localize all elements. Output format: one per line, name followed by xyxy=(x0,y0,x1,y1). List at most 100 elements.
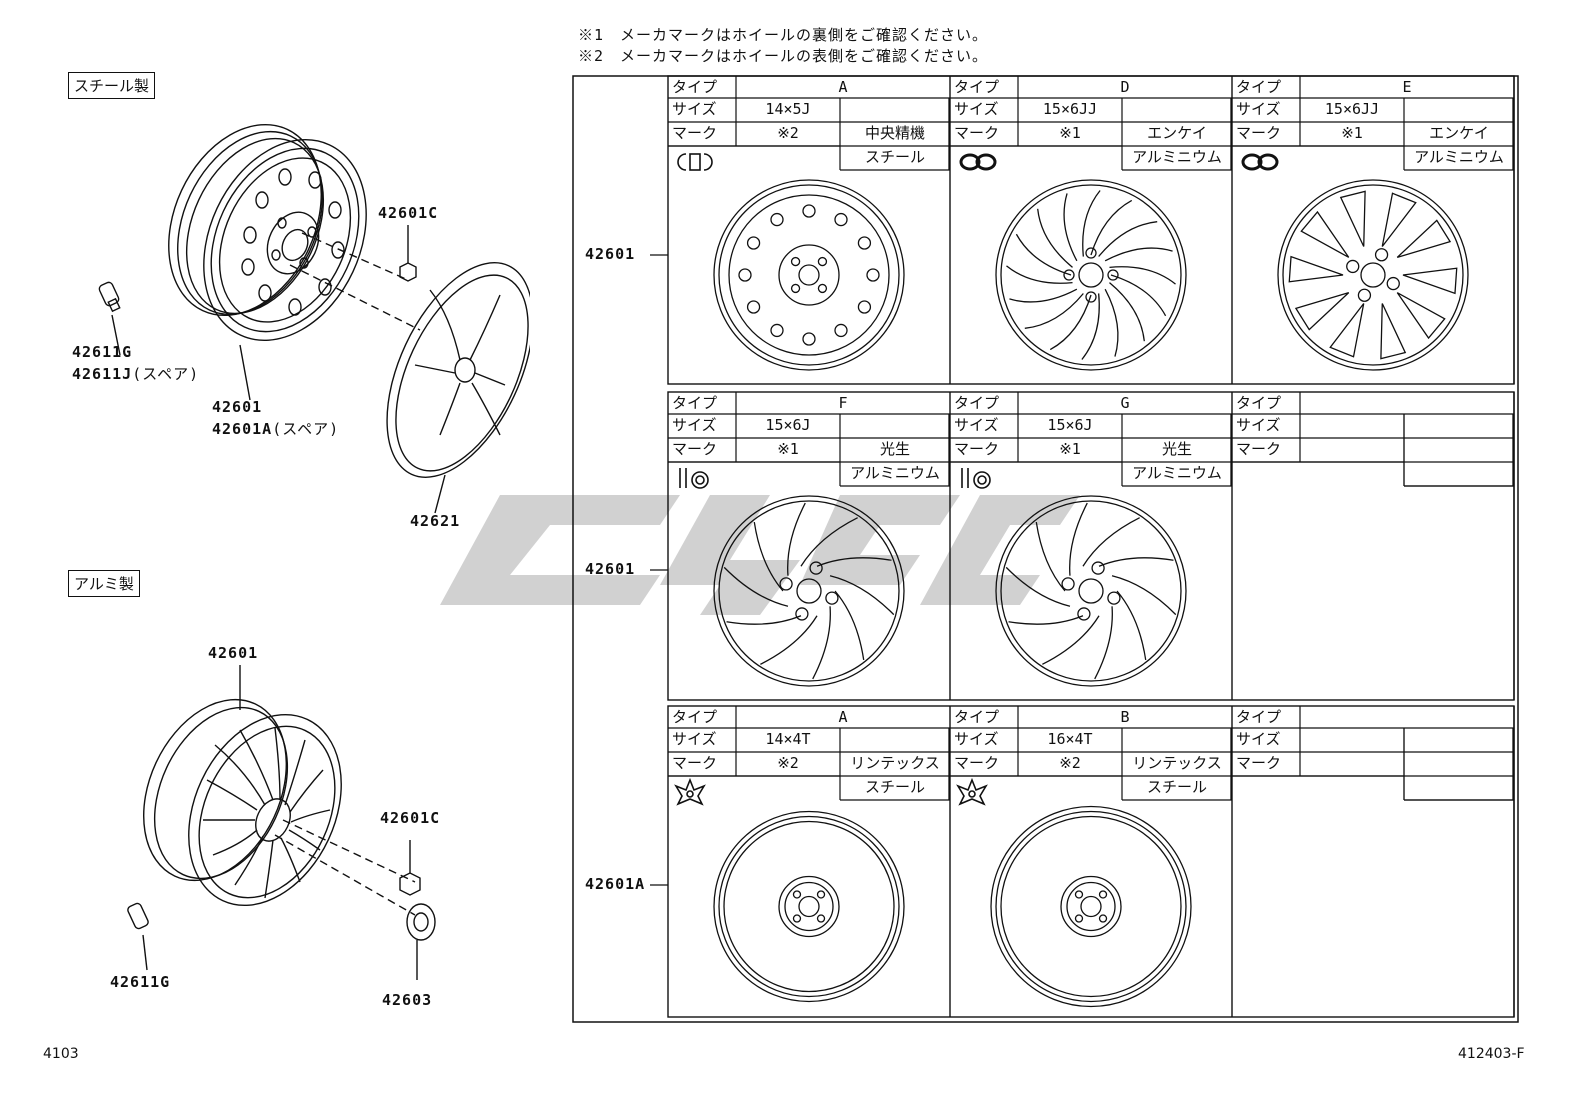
size-label: サイズ xyxy=(954,730,999,748)
part-42611G-alloy: 42611G xyxy=(110,973,171,991)
reference-code: 412403-F xyxy=(1458,1046,1525,1062)
size-value: 15×6J xyxy=(1047,416,1093,434)
part-42611J-steel: 42611J(スペア) xyxy=(72,365,200,383)
maker-name: 中央精機 xyxy=(864,124,925,142)
mark-value: ※1 xyxy=(1059,124,1081,142)
size-value xyxy=(1300,728,1404,750)
type-value: A xyxy=(838,78,848,96)
type-value: G xyxy=(1120,394,1130,412)
material-name: アルミニウム xyxy=(850,464,940,482)
type-label: タイプ xyxy=(1236,708,1282,726)
material-name: アルミニウム xyxy=(1414,148,1504,166)
maker-name: リンテックス xyxy=(850,754,940,772)
material-name xyxy=(1404,462,1514,484)
mark-label: マーク xyxy=(1236,754,1282,772)
size-value xyxy=(1300,414,1404,436)
material-name: アルミニウム xyxy=(1132,464,1222,482)
steel-section-title: スチール製 xyxy=(68,72,156,99)
part-42601-alloy: 42601 xyxy=(208,644,259,662)
mark-value: ※2 xyxy=(1059,754,1081,772)
wheel-drawing-alloy-twist xyxy=(995,495,1187,687)
wheel-drawing-alloy-twist xyxy=(713,495,905,687)
size-value: 14×4T xyxy=(765,730,811,748)
size-label: サイズ xyxy=(954,416,999,434)
size-label: サイズ xyxy=(672,730,717,748)
part-42601A-steel: 42601A(スペア) xyxy=(212,420,340,438)
size-label: サイズ xyxy=(1236,100,1281,118)
lintex-logo-icon xyxy=(956,777,988,806)
watermark-logo xyxy=(440,495,1080,615)
size-value: 16×4T xyxy=(1047,730,1093,748)
maker-name: リンテックス xyxy=(1132,754,1222,772)
mark-label: マーク xyxy=(954,124,1000,142)
page-number: 4103 xyxy=(43,1046,79,1062)
type-value: F xyxy=(838,394,848,412)
type-label: タイプ xyxy=(954,708,1000,726)
enkei-logo-icon xyxy=(1241,153,1279,171)
maker-name: エンケイ xyxy=(1429,124,1489,142)
mark-label: マーク xyxy=(1236,124,1282,142)
material-name xyxy=(1404,776,1514,798)
type-label: タイプ xyxy=(954,78,1000,96)
type-value xyxy=(1300,392,1514,414)
size-label: サイズ xyxy=(1236,416,1281,434)
table-row-label: 42601 xyxy=(585,560,636,578)
table-row-label: 42601A xyxy=(585,875,646,893)
size-label: サイズ xyxy=(1236,730,1281,748)
part-42611G-steel: 42611G xyxy=(72,343,133,361)
type-label: タイプ xyxy=(1236,78,1282,96)
chuo-logo-icon xyxy=(677,153,713,171)
material-name: アルミニウム xyxy=(1132,148,1222,166)
lintex-logo-icon xyxy=(674,777,706,806)
wheel-drawing-alloy-swirl xyxy=(995,179,1187,371)
kosei-logo-icon xyxy=(961,468,991,489)
enkei-logo-icon xyxy=(959,153,997,171)
mark-label: マーク xyxy=(954,754,1000,772)
part-42601C-alloy: 42601C xyxy=(380,809,441,827)
type-value xyxy=(1300,706,1514,728)
size-label: サイズ xyxy=(672,416,717,434)
type-label: タイプ xyxy=(954,394,1000,412)
material-name: スチール xyxy=(864,148,925,166)
mark-value xyxy=(1300,438,1404,460)
note-1: ※1 メーカマークはホイールの裏側をご確認ください。 xyxy=(578,26,989,44)
type-label: タイプ xyxy=(1236,394,1282,412)
alloy-wheel-illustration xyxy=(127,665,436,980)
size-value: 15×6J xyxy=(765,416,811,434)
size-label: サイズ xyxy=(954,100,999,118)
steel-wheel-illustration xyxy=(98,123,530,514)
material-name: スチール xyxy=(864,778,925,796)
wheel-drawing-steel-holes xyxy=(713,179,905,371)
mark-value: ※1 xyxy=(1341,124,1363,142)
mark-value: ※1 xyxy=(1059,440,1081,458)
part-42601-steel: 42601 xyxy=(212,398,263,416)
type-label: タイプ xyxy=(672,708,718,726)
type-label: タイプ xyxy=(672,394,718,412)
mark-label: マーク xyxy=(1236,440,1282,458)
material-name: スチール xyxy=(1146,778,1207,796)
type-value: A xyxy=(838,708,848,726)
part-42621: 42621 xyxy=(410,512,461,530)
size-value: 14×5J xyxy=(765,100,811,118)
table-row-label: 42601 xyxy=(585,245,636,263)
wheel-drawing-alloy-ten-spoke xyxy=(1277,179,1469,371)
maker-name: エンケイ xyxy=(1147,124,1207,142)
maker-name xyxy=(1404,752,1514,774)
maker-name: 光生 xyxy=(879,440,910,458)
mark-label: マーク xyxy=(672,440,718,458)
wheel-drawing-spare-plain xyxy=(713,810,905,1003)
type-value: D xyxy=(1120,78,1130,96)
mark-value: ※1 xyxy=(777,440,799,458)
mark-value: ※2 xyxy=(777,754,799,772)
size-value: 15×6JJ xyxy=(1324,100,1380,118)
mark-label: マーク xyxy=(672,754,718,772)
note-2: ※2 メーカマークはホイールの表側をご確認ください。 xyxy=(578,47,989,65)
mark-label: マーク xyxy=(954,440,1000,458)
mark-value xyxy=(1300,752,1404,774)
size-label: サイズ xyxy=(672,100,717,118)
part-42601C-steel: 42601C xyxy=(378,204,439,222)
alloy-section-title: アルミ製 xyxy=(68,570,140,597)
type-value: E xyxy=(1402,78,1412,96)
